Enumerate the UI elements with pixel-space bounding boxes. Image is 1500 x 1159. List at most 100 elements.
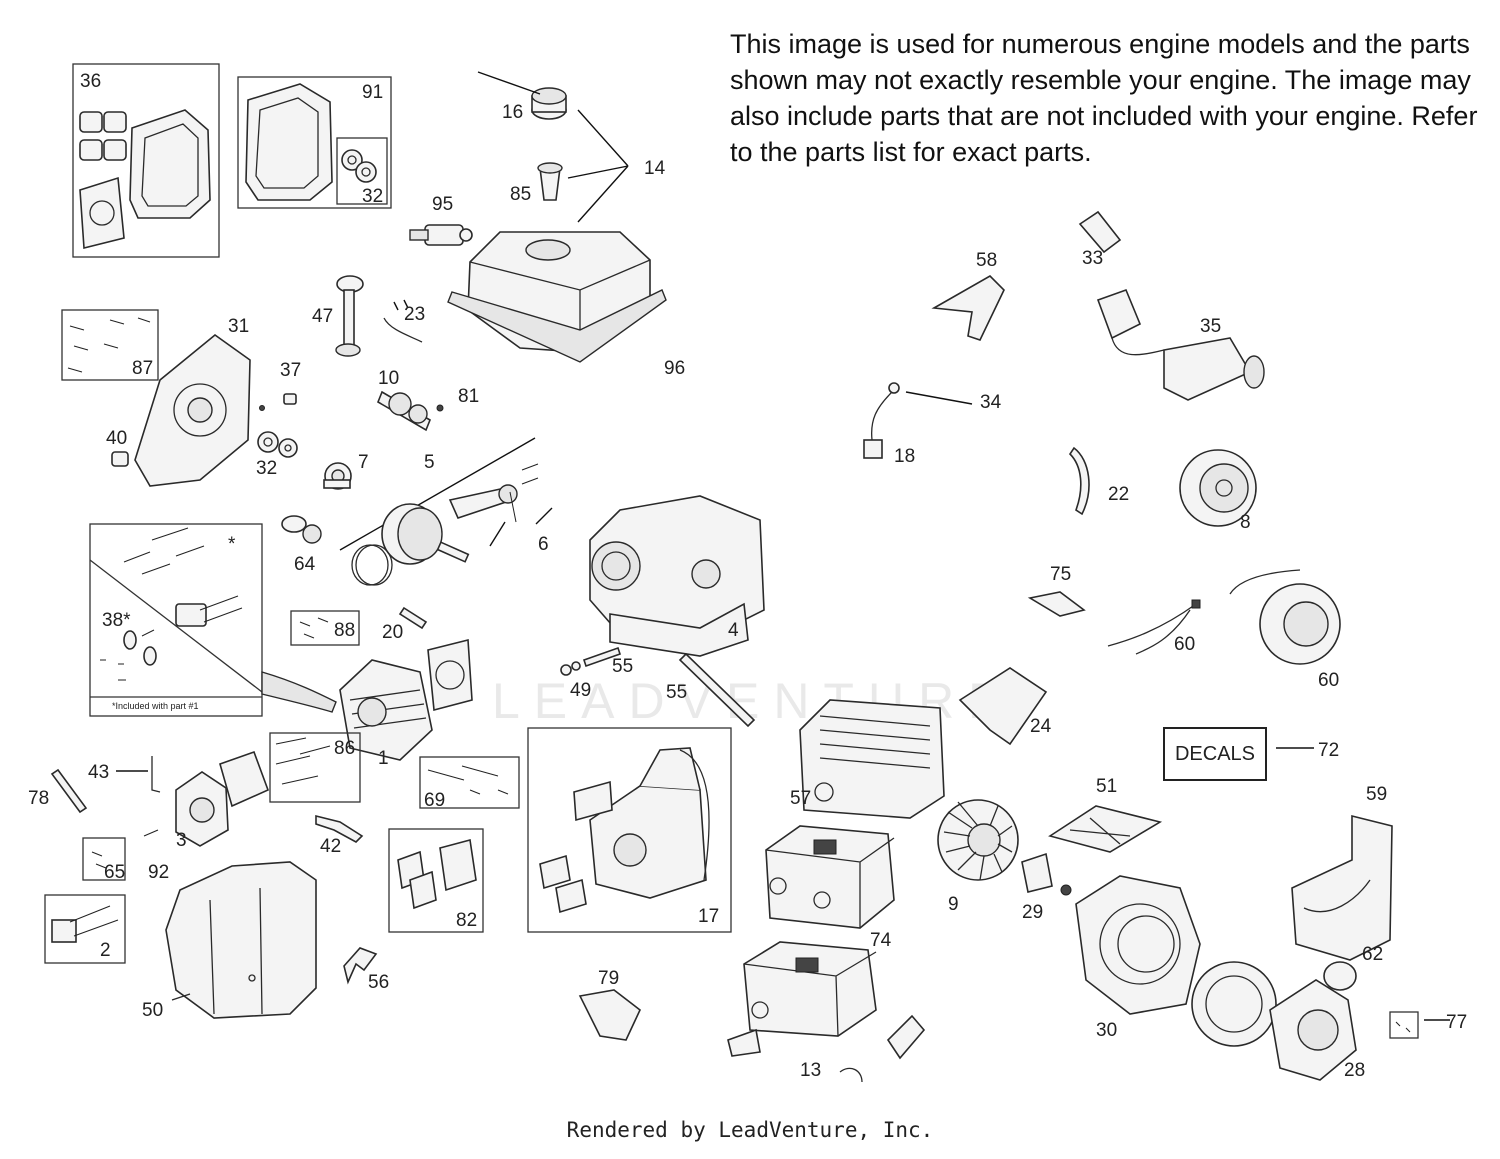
part-86-head-bolts[interactable] [269, 732, 361, 803]
part-28-recoil-starter[interactable] [1191, 961, 1357, 1081]
part-6-rod-bolts[interactable] [489, 463, 553, 547]
part-51-plate[interactable] [1048, 805, 1163, 853]
part-69-bolt-set[interactable] [419, 756, 520, 809]
part-37-governor-part[interactable] [259, 393, 297, 411]
part-88-bolt-set[interactable] [290, 610, 360, 646]
part-65-hardware[interactable] [82, 837, 126, 881]
callout-18: 18 [894, 446, 915, 467]
part-7-crank-gear[interactable] [323, 462, 352, 490]
callout-85: 85 [510, 184, 531, 205]
callout-79: 79 [598, 968, 619, 989]
part-60-wire-harness[interactable] [1107, 599, 1201, 655]
callout-32: 32 [362, 186, 383, 207]
callout-1: 1 [378, 748, 389, 769]
part-78-wrench[interactable] [50, 768, 88, 814]
part-3-intake-flange[interactable] [175, 750, 270, 847]
part-18-switch-wire[interactable] [863, 391, 893, 459]
part-42-bracket[interactable] [315, 814, 364, 843]
callout-77: 77 [1446, 1012, 1467, 1033]
callout-43: 43 [88, 762, 109, 783]
part-62-cup[interactable] [1323, 961, 1357, 991]
part-9-fan[interactable] [937, 799, 1019, 881]
part-35-starter-motor[interactable] [1096, 288, 1265, 401]
part-55-rod-pin[interactable] [582, 646, 622, 668]
callout-51: 51 [1096, 776, 1117, 797]
callout-57: 57 [790, 788, 811, 809]
kit-arrow [261, 671, 337, 713]
callout-50: 50 [142, 1000, 163, 1021]
callout-17: 17 [698, 906, 719, 927]
part-20-spark-plug[interactable] [398, 606, 428, 630]
part-58-bracket[interactable] [931, 275, 1005, 341]
callout-7: 7 [358, 452, 369, 473]
part-23-breather-tube[interactable] [383, 299, 423, 343]
part-30-fan-housing[interactable] [1075, 875, 1201, 1015]
part-81-pin[interactable] [436, 404, 444, 412]
part-5-piston-connecting-rod[interactable] [339, 437, 536, 586]
part-49-seal[interactable] [560, 661, 581, 676]
callout-58: 58 [976, 250, 997, 271]
part-31-crankcase-cover[interactable] [134, 333, 251, 487]
part-10-camshaft[interactable] [377, 390, 431, 432]
callout-36: 36 [80, 71, 101, 92]
part-60-stator[interactable] [1229, 569, 1341, 665]
part-57-heat-shield[interactable] [799, 699, 945, 819]
callout-55-lower: 55 [666, 682, 687, 703]
part-38-valve-kit[interactable] [89, 523, 263, 717]
part-87-bolt-set[interactable] [61, 309, 159, 381]
callout-75: 75 [1050, 564, 1071, 585]
part-33-bracket[interactable] [1078, 210, 1122, 254]
part-34-wire-connector[interactable] [888, 382, 973, 405]
part-8-flywheel[interactable] [1179, 449, 1257, 527]
part-22-shield[interactable] [1068, 446, 1090, 516]
callout-32-lower: 32 [256, 458, 277, 479]
part-1-cylinder-head[interactable] [339, 638, 473, 761]
callout-72: 72 [1318, 740, 1339, 761]
part-75-bracket[interactable] [1027, 591, 1086, 617]
callout-92: 92 [148, 862, 169, 883]
footer-credit: Rendered by LeadVenture, Inc. [566, 1118, 934, 1142]
part-29-cup[interactable] [1021, 852, 1072, 896]
part-85-fuel-strainer[interactable] [537, 162, 563, 201]
callout-96: 96 [664, 358, 685, 379]
part-64-governor[interactable] [281, 515, 322, 544]
part-32-bearing-seal[interactable] [257, 431, 298, 458]
part-14-fuel-tank[interactable] [447, 109, 667, 363]
part-74-muffler-guard[interactable] [765, 825, 895, 929]
callout-91: 91 [362, 82, 383, 103]
part-24-shroud[interactable] [958, 667, 1048, 746]
callout-30: 30 [1096, 1020, 1117, 1041]
part-56-clip[interactable] [343, 947, 378, 985]
part-79-bracket[interactable] [578, 989, 641, 1041]
part-82-carburetor-gaskets[interactable] [388, 828, 484, 933]
disclaimer-note: This image is used for numerous engine m… [730, 29, 1478, 167]
callout-24: 24 [1030, 716, 1052, 737]
part-91-gasket-set[interactable] [237, 76, 392, 209]
part-43-tube[interactable] [116, 756, 161, 793]
callout-65: 65 [104, 862, 125, 883]
part-95-fuel-valve[interactable] [409, 224, 473, 246]
callout-23: 23 [404, 304, 425, 325]
part-36-gasket-kit[interactable] [72, 63, 220, 258]
callout-asterisk: * [228, 534, 236, 555]
part-55-shaft[interactable] [678, 652, 756, 728]
part-47-oil-dipstick[interactable] [335, 275, 364, 357]
part-77-hardware[interactable] [1389, 1011, 1450, 1039]
part-59-plate[interactable] [1291, 814, 1393, 961]
part-17-carburetor-assembly[interactable] [527, 727, 732, 933]
callout-3: 3 [176, 830, 187, 851]
part-2-gasket-bolts[interactable] [44, 894, 126, 964]
part-13-muffler[interactable] [727, 941, 926, 1083]
decals-box[interactable]: DECALS [1163, 727, 1267, 781]
part-92-screw[interactable] [143, 829, 159, 837]
part-50-blower-housing[interactable] [165, 861, 317, 1019]
callout-95: 95 [432, 194, 453, 215]
part-16-fuel-cap[interactable] [477, 71, 567, 120]
callout-29: 29 [1022, 902, 1043, 923]
part-4-short-block[interactable] [589, 495, 765, 657]
callout-60-harness: 60 [1174, 634, 1195, 655]
callout-42: 42 [320, 836, 341, 857]
part-40-plug[interactable] [111, 451, 129, 467]
callout-6: 6 [538, 534, 549, 555]
